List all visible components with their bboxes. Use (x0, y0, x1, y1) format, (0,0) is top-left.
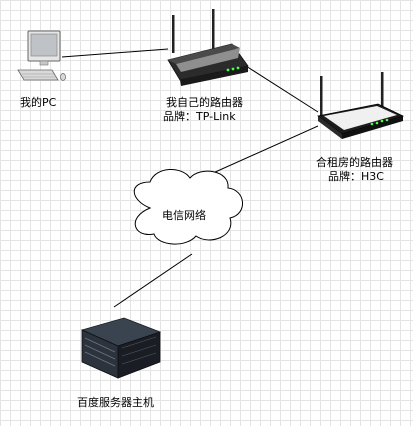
my-router-brand-label: 品牌：TP-Link (163, 110, 236, 123)
connector-my-router-rented-router (245, 65, 319, 113)
my-router-name-label: 我自己的路由器 (166, 96, 243, 109)
my-router-icon (167, 9, 249, 86)
connector-internet-server (113, 253, 193, 308)
internet-cloud-label: 电信网络 (162, 209, 206, 222)
rented-router-brand-label: 品牌：H3C (328, 170, 384, 183)
pc-icon (17, 30, 66, 81)
rented-router-icon (317, 72, 405, 139)
connector-pc-my-router (61, 48, 169, 58)
server-label: 百度服务器主机 (77, 396, 154, 409)
pc-label: 我的PC (20, 96, 57, 109)
server-icon (80, 317, 162, 379)
rented-router-name-label: 合租房的路由器 (316, 156, 393, 169)
connections (61, 48, 319, 308)
cloud-shape (133, 169, 243, 245)
